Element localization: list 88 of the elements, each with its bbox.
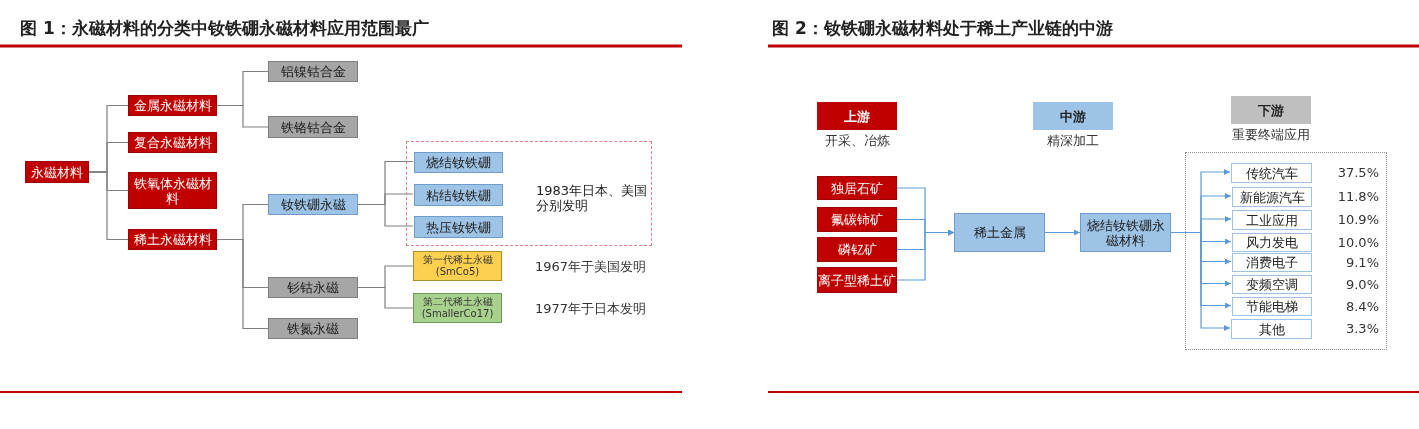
material-box <box>268 194 358 215</box>
box-label: 独居石矿 <box>831 180 883 196</box>
box-label: 节能电梯 <box>1246 299 1298 314</box>
note-text: 重要终端应用 <box>1231 127 1311 142</box>
box-label: 第二代稀土永磁 (SmallerCo17) <box>420 296 495 320</box>
application-box <box>1231 319 1312 339</box>
connector <box>1170 231 1231 331</box>
material-box <box>414 184 503 206</box>
connector <box>216 104 269 128</box>
box-label: 传统汽车 <box>1245 165 1298 181</box>
note-text: 开采、冶炼 <box>823 133 891 148</box>
box-label: 稀土金属 <box>973 225 1026 240</box>
material-box <box>414 216 503 238</box>
box-label: 铁铬钴合金 <box>280 119 346 135</box>
box-label: 磷钇矿 <box>837 242 877 257</box>
connector <box>88 171 129 241</box>
box-label: 铁氧体永磁材料 <box>132 175 213 206</box>
stage-box <box>817 102 897 130</box>
share-value: 11.8% <box>1336 189 1379 204</box>
note-text: 1967年于美国发明 <box>535 259 648 274</box>
material-box <box>413 251 502 281</box>
box-label: 粘结钕铁硼 <box>426 187 491 203</box>
category-box <box>817 207 897 232</box>
material-box <box>268 277 358 298</box>
application-box <box>1232 210 1312 230</box>
stage-box <box>1033 102 1113 130</box>
category-box <box>817 176 897 200</box>
share-value: 10.9% <box>1336 212 1379 227</box>
box-label: 金属永磁材料 <box>133 98 212 113</box>
material-box <box>413 293 502 323</box>
category-box <box>817 237 897 262</box>
box-label: 氟碳铈矿 <box>831 212 883 227</box>
material-box <box>268 116 358 138</box>
box-label: 中游 <box>1060 108 1086 124</box>
share-value: 8.4% <box>1344 299 1379 314</box>
box-label: 工业应用 <box>1246 212 1298 228</box>
group-frame <box>1185 152 1387 350</box>
box-label: 新能源汽车 <box>1239 189 1305 205</box>
application-box <box>1232 187 1312 207</box>
box-label: 离子型稀土矿 <box>818 272 896 288</box>
connector <box>1044 229 1081 236</box>
box-label: 热压钕铁硼 <box>426 219 491 235</box>
connector <box>357 286 414 309</box>
box-label: 变频空调 <box>1246 277 1298 292</box>
note-text: 精深加工 <box>1046 133 1100 148</box>
material-box <box>954 213 1045 252</box>
box-label: 烧结钕铁硼永磁材料 <box>1085 217 1166 248</box>
group-frame <box>406 141 652 246</box>
connector <box>896 229 955 281</box>
share-value: 9.1% <box>1344 255 1379 270</box>
box-label: 第一代稀土永磁 (SmCo5) <box>421 254 494 278</box>
box-label: 风力发电 <box>1246 235 1298 250</box>
box-label: 永磁材料 <box>31 164 83 180</box>
figure-title: 图 1：永磁材料的分类中钕铁硼永磁材料应用范围最广 <box>20 17 429 40</box>
application-box <box>1232 297 1312 316</box>
category-box <box>128 229 217 250</box>
box-label: 复合永磁材料 <box>133 135 212 150</box>
box-label: 铁氮永磁 <box>287 321 339 336</box>
share-value: 9.0% <box>1344 277 1379 292</box>
box-label: 消费电子 <box>1246 255 1298 270</box>
application-box <box>1232 253 1312 272</box>
box-label: 铝镍钴合金 <box>280 64 346 79</box>
connector <box>216 238 269 330</box>
box-label: 其他 <box>1258 321 1285 337</box>
stage-box <box>1231 96 1311 124</box>
box-label: 稀土永磁材料 <box>133 232 212 247</box>
note-text: 1983年日本、美国分别发明 <box>536 183 649 213</box>
category-box <box>817 267 897 293</box>
box-label: 钕铁硼永磁 <box>280 197 346 212</box>
note-text: 1977年于日本发明 <box>535 301 648 316</box>
share-value: 10.0% <box>1336 235 1379 250</box>
box-label: 上游 <box>844 108 870 124</box>
material-box <box>414 152 503 173</box>
application-box <box>1231 163 1312 183</box>
application-box <box>1232 275 1312 294</box>
figure-title: 图 2：钕铁硼永磁材料处于稀土产业链的中游 <box>772 17 1113 40</box>
material-box <box>268 318 358 339</box>
category-box <box>128 132 217 153</box>
category-box <box>25 161 89 183</box>
material-box <box>268 61 358 82</box>
share-value: 3.3% <box>1344 321 1379 336</box>
application-box <box>1232 233 1312 252</box>
box-label: 钐钴永磁 <box>287 280 339 295</box>
box-label: 下游 <box>1258 102 1284 118</box>
connector <box>357 203 414 227</box>
category-box <box>128 95 217 116</box>
share-value: 37.5% <box>1336 165 1379 180</box>
box-label: 烧结钕铁硼 <box>426 155 491 170</box>
